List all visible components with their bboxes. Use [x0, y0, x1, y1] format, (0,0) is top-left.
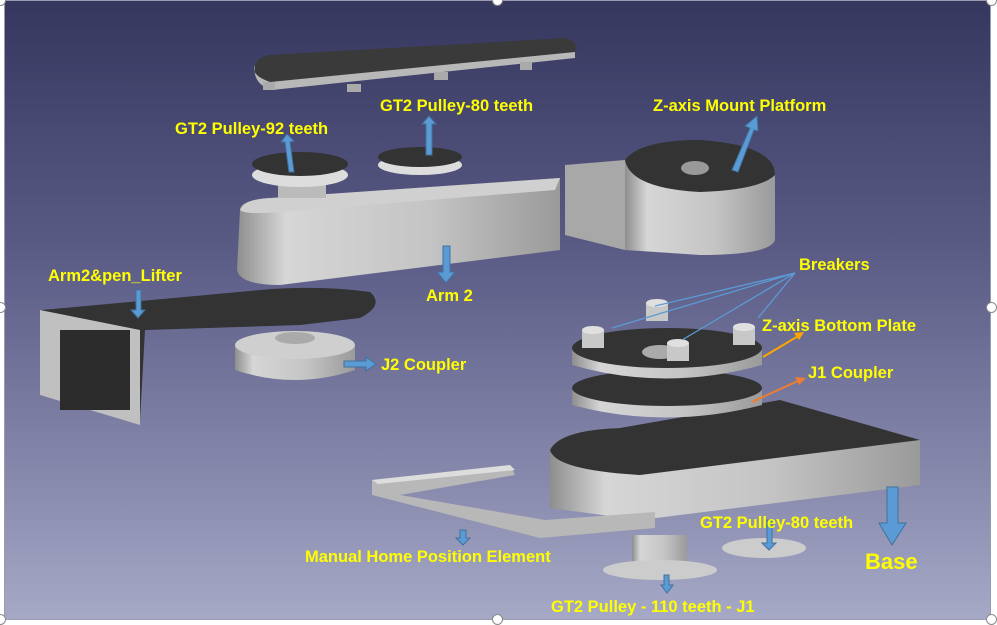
arrow-pulley-110	[660, 574, 674, 594]
arm-2-part	[237, 178, 560, 285]
label-arm2-pen-lifter: Arm2&pen_Lifter	[48, 267, 182, 285]
pulley-80-bottom-part	[722, 538, 806, 558]
label-z-axis-mount: Z-axis Mount Platform	[653, 97, 827, 115]
arrow-arm2	[435, 245, 457, 284]
label-arm2: Arm 2	[426, 287, 473, 305]
manual-home-element-part	[372, 465, 655, 538]
breakers-pointer-lines	[611, 272, 796, 341]
j1-coupler-part	[572, 370, 762, 418]
arrow-j2-coupler	[343, 356, 377, 372]
arrow-pulley-80-top	[420, 115, 438, 156]
breakers-part	[582, 299, 755, 361]
arrow-z-mount	[731, 114, 759, 173]
arrow-pulley-92	[280, 133, 295, 173]
label-z-bottom-plate: Z-axis Bottom Plate	[762, 317, 917, 335]
top-cover-part	[254, 38, 577, 92]
label-pulley-80-bottom: GT2 Pulley-80 teeth	[700, 514, 854, 532]
label-pulley-110: GT2 Pulley - 110 teeth - J1	[551, 598, 755, 616]
arrow-z-bottom-plate	[762, 334, 801, 358]
label-j2-coupler: J2 Coupler	[381, 356, 467, 374]
label-base: Base	[865, 549, 918, 574]
arrow-pen-lifter	[129, 289, 147, 319]
label-j1-coupler: J1 Coupler	[808, 364, 894, 382]
arrow-pulley-80-bottom	[760, 519, 778, 551]
pulley-110-part	[603, 535, 717, 580]
resize-handle-right[interactable]	[986, 302, 997, 313]
resize-handle-bottom-right[interactable]	[986, 614, 997, 625]
arm2-pen-lifter-part	[40, 287, 376, 425]
label-pulley-92: GT2 Pulley-92 teeth	[175, 120, 329, 138]
label-manual-home: Manual Home Position Element	[305, 548, 551, 566]
arrow-manual-home	[454, 529, 472, 546]
z-axis-mount-platform-part	[565, 140, 775, 255]
arrow-j1-coupler	[751, 379, 801, 403]
resize-handle-bottom[interactable]	[492, 614, 503, 625]
label-pulley-80-top: GT2 Pulley-80 teeth	[380, 97, 534, 115]
base-part	[550, 400, 920, 520]
j2-coupler-part	[235, 331, 355, 380]
arrow-base	[878, 486, 907, 546]
label-breakers: Breakers	[799, 256, 870, 274]
pulley-80-top-part	[378, 147, 462, 175]
pulley-92-part	[252, 152, 348, 198]
